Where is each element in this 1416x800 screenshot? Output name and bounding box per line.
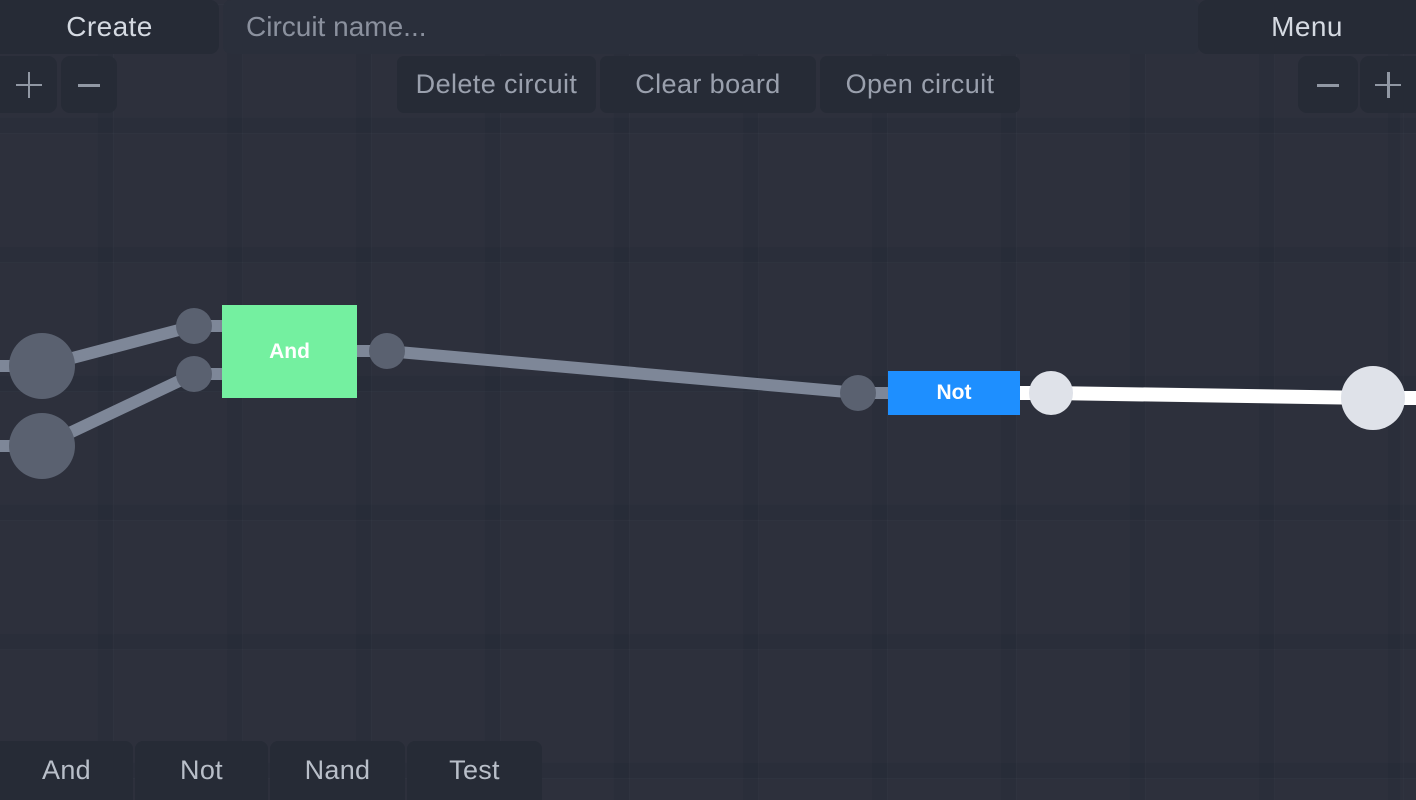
palette-item-test[interactable]: Test (407, 741, 542, 800)
gate-and-label: And (269, 339, 310, 363)
zoom-out-button-left[interactable] (61, 56, 117, 113)
circuit-name-input[interactable] (223, 0, 1200, 54)
palette-item-nand[interactable]: Nand (270, 741, 405, 800)
delete-circuit-button[interactable]: Delete circuit (397, 56, 596, 113)
node-not-in[interactable] (840, 375, 876, 411)
node-not-out[interactable] (1029, 371, 1073, 415)
gate-palette: And Not Nand Test (0, 741, 542, 800)
plus-icon (1375, 71, 1401, 98)
open-circuit-button[interactable]: Open circuit (820, 56, 1020, 113)
clear-board-button[interactable]: Clear board (600, 56, 816, 113)
create-button[interactable]: Create (0, 0, 219, 54)
node-in-b[interactable] (9, 413, 75, 479)
node-board-out[interactable] (1341, 366, 1405, 430)
menu-button[interactable]: Menu (1198, 0, 1416, 54)
palette-item-not[interactable]: Not (135, 741, 268, 800)
plus-icon (15, 71, 42, 98)
zoom-out-button-right[interactable] (1298, 56, 1358, 113)
node-and-out[interactable] (369, 333, 405, 369)
gate-not-label: Not (936, 381, 972, 404)
minus-icon (1315, 72, 1341, 98)
node-and-in-1[interactable] (176, 308, 212, 344)
zoom-in-button-right[interactable] (1360, 56, 1416, 113)
node-in-a[interactable] (9, 333, 75, 399)
topbar-primary: Create Menu (0, 0, 1416, 54)
gate-and[interactable]: And (222, 305, 357, 398)
node-and-in-2[interactable] (176, 356, 212, 392)
palette-item-and[interactable]: And (0, 741, 133, 800)
gate-not[interactable]: Not (888, 371, 1020, 415)
zoom-in-button-left[interactable] (0, 56, 57, 113)
minus-icon (76, 72, 102, 98)
